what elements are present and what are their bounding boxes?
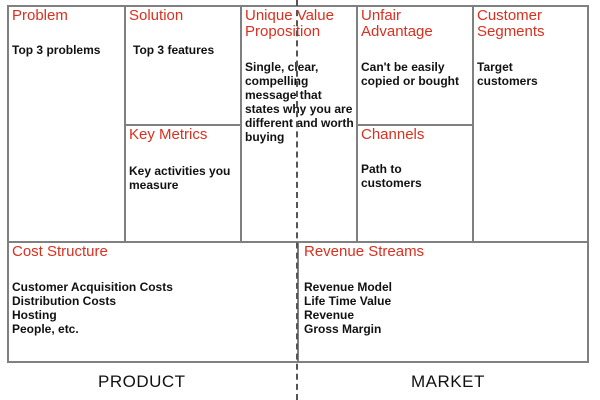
revenue-item: Revenue Model	[304, 280, 393, 294]
revenue-item: Gross Margin	[304, 322, 382, 336]
cost-item: Hosting	[12, 308, 57, 322]
customer-segments-text: Target customers	[477, 60, 538, 88]
solution-text: Top 3 features	[133, 43, 215, 57]
revenue-item: Life Time Value	[304, 294, 392, 308]
key-metrics-box: Key Metrics Key activities you measure	[124, 124, 242, 243]
market-label: MARKET	[411, 372, 485, 391]
product-label: PRODUCT	[98, 372, 186, 391]
customer-segments-title: Customer Segments	[477, 7, 545, 40]
revenue-streams-list: Revenue Model Life Time Value Revenue Gr…	[304, 280, 392, 336]
cost-structure-title: Cost Structure	[12, 243, 108, 260]
key-metrics-text: Key activities you measure	[129, 164, 231, 192]
cost-structure-box: Cost Structure Customer Acquisition Cost…	[7, 241, 299, 363]
key-metrics-title: Key Metrics	[129, 126, 208, 143]
uvp-title: Unique Value Proposition	[245, 7, 334, 40]
revenue-streams-box: Revenue Streams Revenue Model Life Time …	[297, 241, 589, 363]
unfair-advantage-text: Can't be easily copied or bought	[361, 60, 459, 88]
unfair-advantage-box: Unfair Advantage Can't be easily copied …	[356, 5, 474, 126]
revenue-item: Revenue	[304, 308, 355, 322]
problem-box: Problem Top 3 problems	[7, 5, 126, 243]
solution-box: Solution Top 3 features	[124, 5, 242, 126]
uvp-text: Single, clear, compelling message that s…	[245, 60, 354, 144]
revenue-streams-title: Revenue Streams	[304, 243, 425, 260]
cost-item: Customer Acquisition Costs	[12, 280, 173, 294]
problem-title: Problem	[12, 7, 68, 24]
channels-title: Channels	[361, 126, 425, 143]
unfair-advantage-title: Unfair Advantage	[361, 7, 433, 40]
channels-text: Path to customers	[361, 162, 422, 190]
cost-item: Distribution Costs	[12, 294, 116, 308]
problem-text: Top 3 problems	[12, 43, 101, 57]
product-market-divider	[296, 0, 298, 400]
channels-box: Channels Path to customers	[356, 124, 474, 243]
solution-title: Solution	[129, 7, 184, 24]
customer-segments-box: Customer Segments Target customers	[472, 5, 589, 243]
uvp-box: Unique Value Proposition Single, clear, …	[240, 5, 358, 243]
cost-item: People, etc.	[12, 322, 79, 336]
cost-structure-list: Customer Acquisition Costs Distribution …	[12, 280, 173, 336]
